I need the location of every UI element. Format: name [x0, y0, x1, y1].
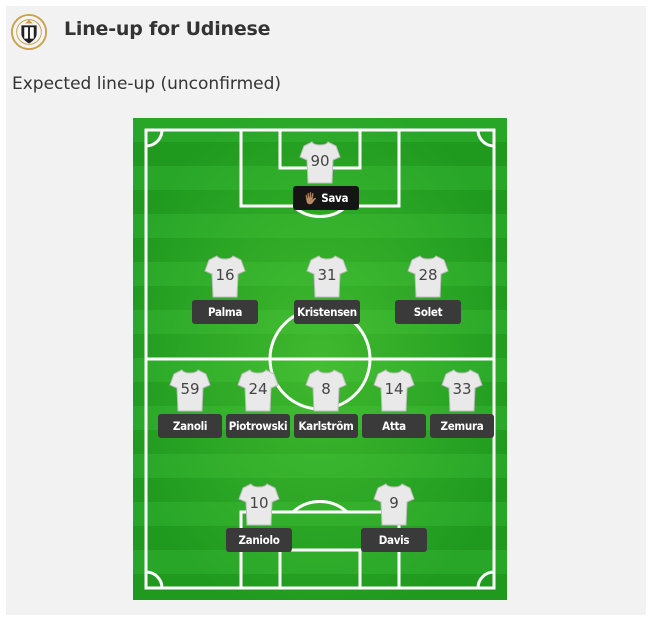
- player-number: 16: [215, 266, 235, 284]
- shirt-icon: [204, 255, 246, 298]
- shirt-icon: [238, 483, 280, 526]
- shirt-icon: [169, 369, 211, 412]
- player-name-label: Kristensen: [294, 300, 360, 324]
- player-defender[interactable]: 28 Solet: [393, 254, 463, 324]
- player-name-label: Davis: [361, 528, 427, 552]
- player-midfielder[interactable]: 8 Karlström: [291, 368, 361, 438]
- player-name-label: Atta: [362, 414, 426, 438]
- player-name-label: Solet: [395, 300, 461, 324]
- lineup-status-text: Expected line-up (unconfirmed): [12, 74, 282, 94]
- player-number: 31: [317, 266, 337, 284]
- player-name-label: Zemura: [430, 414, 494, 438]
- player-number: 9: [389, 494, 399, 512]
- player-midfielder[interactable]: 14 Atta: [359, 368, 429, 438]
- player-number: 28: [418, 266, 438, 284]
- player-forward[interactable]: 10 Zaniolo: [224, 482, 294, 552]
- player-name-label: Zaniolo: [226, 528, 292, 552]
- player-name-label: Karlström: [294, 414, 358, 438]
- pitch-markings: [133, 118, 507, 600]
- player-goalkeeper[interactable]: 90 🖐🏽Sava: [285, 140, 359, 210]
- player-number: 10: [249, 494, 269, 512]
- player-forward[interactable]: 9 Davis: [359, 482, 429, 552]
- player-defender[interactable]: 16 Palma: [190, 254, 260, 324]
- player-midfielder[interactable]: 33 Zemura: [427, 368, 497, 438]
- player-name-label: Piotrowski: [226, 414, 290, 438]
- player-midfielder[interactable]: 24 Piotrowski: [223, 368, 293, 438]
- shirt-icon: [407, 255, 449, 298]
- player-number: 24: [248, 380, 268, 398]
- shirt-icon: [305, 369, 347, 412]
- shirt-icon: [306, 255, 348, 298]
- player-number: 33: [452, 380, 472, 398]
- shirt-icon: [237, 369, 279, 412]
- player-number: 14: [384, 380, 404, 398]
- player-defender[interactable]: 31 Kristensen: [292, 254, 362, 324]
- football-pitch: 90 🖐🏽Sava 16 Palma 31 Kristensen 28 Sole…: [133, 118, 507, 600]
- player-number: 59: [180, 380, 200, 398]
- shirt-icon: [299, 141, 341, 184]
- player-name-label: Palma: [192, 300, 258, 324]
- shirt-icon: [373, 483, 415, 526]
- goalkeeper-glove-icon: 🖐🏽: [303, 192, 318, 205]
- player-number: 90: [310, 152, 330, 170]
- shirt-icon: [373, 369, 415, 412]
- player-number: 8: [321, 380, 331, 398]
- player-name-label: 🖐🏽Sava: [293, 186, 359, 210]
- shirt-icon: [441, 369, 483, 412]
- player-midfielder[interactable]: 59 Zanoli: [155, 368, 225, 438]
- udinese-crest-icon: [10, 13, 48, 51]
- lineup-header: Line-up for Udinese: [6, 6, 646, 58]
- page-title: Line-up for Udinese: [64, 18, 271, 40]
- player-name-label: Zanoli: [158, 414, 222, 438]
